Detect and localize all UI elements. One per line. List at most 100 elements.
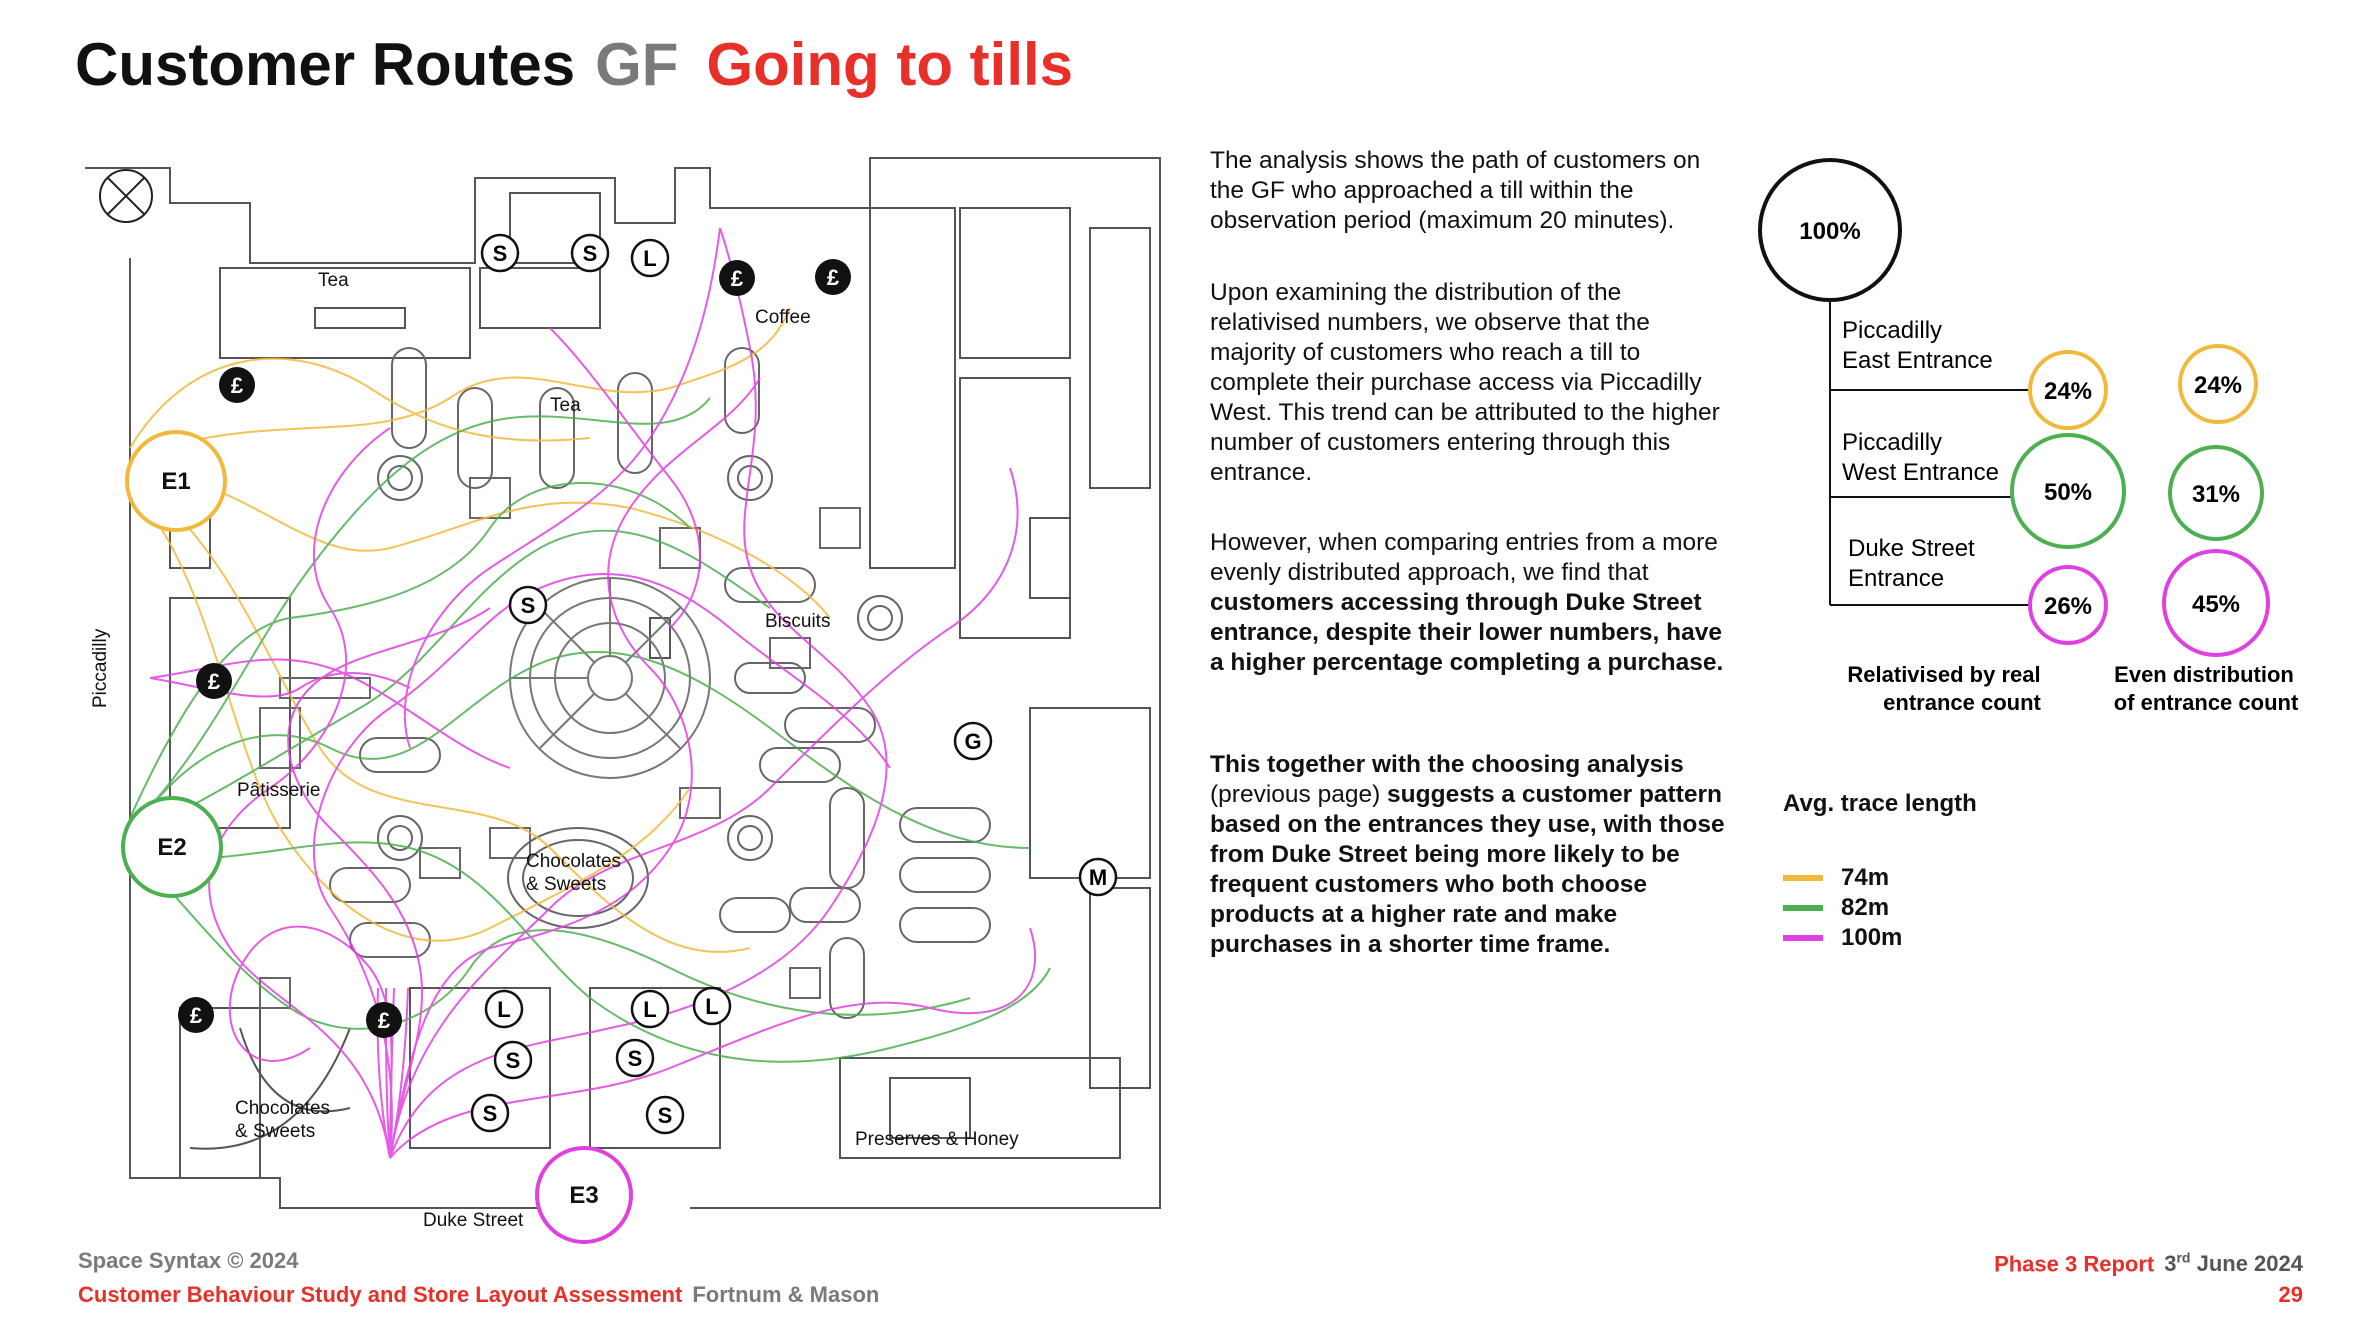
svg-text:G: G — [964, 729, 981, 754]
paragraph-intro: The analysis shows the path of customers… — [1210, 147, 1701, 234]
entrance-distribution-diagram: 100% Piccadilly East Entrance 24% 24% Pi… — [1758, 158, 2299, 715]
conclusion-normal: (previous page) — [1210, 781, 1388, 808]
svg-text:S: S — [628, 1046, 643, 1071]
label-chocolates-center-2: & Sweets — [526, 874, 606, 895]
legend-swatch-magenta — [1783, 935, 1823, 941]
floor-plan: Tea Tea Coffee Biscuits Pâtisserie Choco… — [85, 157, 1161, 1244]
label-biscuits: Biscuits — [765, 611, 830, 632]
paragraph-conclusion: This together with the choosing analysis… — [1210, 750, 1730, 960]
east-name-2: East Entrance — [1842, 347, 1993, 374]
footer-study-title: Customer Behaviour Study and Store Layou… — [78, 1282, 683, 1307]
till-icon: £ — [815, 259, 851, 295]
caption-even-2: of entrance count — [2114, 690, 2299, 715]
duke-even: 45% — [2192, 591, 2240, 618]
east-even: 24% — [2194, 372, 2242, 399]
west-relativised: 50% — [2044, 479, 2092, 506]
till-icon: £ — [719, 260, 755, 296]
label-chocolates-center-1: Chocolates — [526, 851, 621, 872]
paragraph-comparison: However, when comparing entries from a m… — [1210, 528, 1730, 678]
svg-text:M: M — [1089, 865, 1107, 890]
plan-labels: Tea Tea Coffee Biscuits Pâtisserie Choco… — [90, 270, 1019, 1231]
west-name-2: West Entrance — [1842, 459, 1999, 486]
caption-relativised-1: Relativised by real — [1847, 662, 2040, 687]
lift-icon: L — [484, 989, 524, 1029]
conclusion-bold-2: suggests a customer pattern based on the… — [1210, 781, 1725, 958]
till-icon: £ — [178, 997, 214, 1033]
stairs-icon: S — [645, 1095, 685, 1135]
svg-text:S: S — [483, 1101, 498, 1126]
label-preserves: Preserves & Honey — [855, 1129, 1019, 1150]
duke-relativised: 26% — [2044, 593, 2092, 620]
svg-text:£: £ — [378, 1008, 391, 1033]
footer-study: Customer Behaviour Study and Store Layou… — [78, 1282, 879, 1308]
svg-text:L: L — [705, 994, 718, 1019]
till-icon: £ — [219, 367, 255, 403]
svg-text:£: £ — [231, 373, 244, 398]
svg-text:£: £ — [190, 1003, 203, 1028]
stair-lift-markers: S S L S L L L S S S S G M — [470, 233, 1118, 1135]
svg-text:L: L — [497, 997, 510, 1022]
lift-icon: L — [692, 986, 732, 1026]
stairs-icon: S — [480, 233, 520, 273]
legend-label-green: 82m — [1841, 894, 1890, 921]
legend-swatch-green — [1783, 905, 1823, 911]
svg-text:S: S — [493, 241, 508, 266]
entrance-row-west: Piccadilly West Entrance 50% 31% — [1842, 429, 2264, 549]
west-even: 31% — [2192, 481, 2240, 508]
footer-date: 3rd June 2024 — [2164, 1250, 2303, 1277]
footer-report: Phase 3 Report 3rd June 2024 — [1994, 1250, 2303, 1277]
west-name-1: Piccadilly — [1842, 429, 1942, 456]
svg-text:S: S — [658, 1103, 673, 1128]
entrance-e2: E2 — [121, 796, 223, 898]
svg-text:L: L — [643, 997, 656, 1022]
legend-item-green: 82m — [1783, 893, 1889, 923]
north-arrow-icon — [99, 169, 153, 223]
svg-text:L: L — [643, 246, 656, 271]
paragraph-distribution: Upon examining the distribution of the r… — [1210, 279, 1720, 486]
label-chocolates-bottom-2: & Sweets — [235, 1121, 315, 1142]
label-coffee: Coffee — [755, 307, 811, 328]
entrance-row-east: Piccadilly East Entrance 24% 24% — [1842, 317, 2258, 430]
label-tea-mid: Tea — [550, 395, 581, 416]
svg-text:E3: E3 — [569, 1182, 598, 1209]
page-number: 29 — [2278, 1282, 2303, 1307]
lift-icon: L — [630, 238, 670, 278]
stairs-icon: S — [508, 585, 548, 625]
legend-label-yellow: 74m — [1841, 864, 1890, 891]
till-icon: £ — [196, 663, 232, 699]
stairs-icon: S — [493, 1040, 533, 1080]
comparison-normal: However, when comparing entries from a m… — [1210, 529, 1718, 586]
label-duke-street: Duke Street — [423, 1210, 524, 1231]
till-icon: £ — [366, 1002, 402, 1038]
m-marker-icon: M — [1078, 857, 1118, 897]
svg-text:£: £ — [731, 266, 744, 291]
caption-even-1: Even distribution — [2114, 662, 2294, 687]
svg-text:S: S — [583, 241, 598, 266]
title-main: Customer Routes — [75, 31, 576, 98]
title-floor: GF — [595, 31, 679, 98]
svg-text:E1: E1 — [161, 468, 190, 495]
label-tea-top: Tea — [318, 270, 349, 291]
legend-swatch-yellow — [1783, 875, 1823, 881]
column-captions: Relativised by real entrance count Even … — [1847, 662, 2299, 715]
stairs-icon: S — [570, 233, 610, 273]
label-chocolates-bottom-1: Chocolates — [235, 1098, 330, 1119]
label-piccadilly: Piccadilly — [90, 628, 111, 708]
total-label: 100% — [1799, 218, 1860, 245]
entrance-markers: E1 E2 E3 — [121, 430, 633, 1244]
entrance-row-duke: Duke Street Entrance 26% 45% — [1848, 535, 2270, 657]
caption-relativised-2: entrance count — [1883, 690, 2041, 715]
footer-client: Fortnum & Mason — [692, 1282, 880, 1307]
svg-text:S: S — [521, 593, 536, 618]
east-relativised: 24% — [2044, 378, 2092, 405]
legend-item-magenta: 100m — [1783, 923, 1902, 953]
footer-report-name: Phase 3 Report — [1994, 1251, 2155, 1277]
entrance-e3: E3 — [535, 1146, 633, 1244]
comparison-bold: customers accessing through Duke Street … — [1210, 589, 1724, 676]
svg-text:E2: E2 — [157, 834, 186, 861]
svg-text:£: £ — [208, 669, 221, 694]
legend-title: Avg. trace length — [1783, 790, 1977, 817]
east-name-1: Piccadilly — [1842, 317, 1942, 344]
svg-text:£: £ — [827, 265, 840, 290]
label-patisserie: Pâtisserie — [237, 780, 320, 801]
